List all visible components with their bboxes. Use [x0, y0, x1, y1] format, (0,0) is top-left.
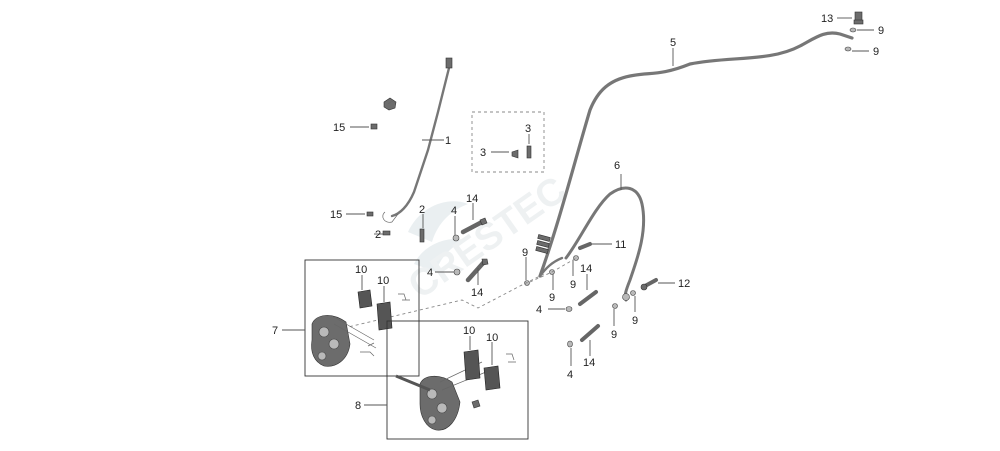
bolt-14a [460, 217, 488, 235]
callout-10c: 10 [463, 325, 475, 337]
washer-4d [567, 340, 573, 348]
caliper-group-7 [304, 259, 420, 377]
callout-9g: 9 [873, 46, 879, 58]
leader-lines [282, 17, 874, 406]
callout-2a: 2 [375, 229, 381, 241]
washer-4c [565, 306, 573, 312]
callout-9b: 9 [549, 292, 555, 304]
callout-2b: 2 [419, 204, 425, 216]
callout-9c: 9 [570, 279, 576, 291]
callout-12: 12 [678, 278, 690, 290]
clip-part [383, 97, 397, 111]
callout-10b: 10 [377, 275, 389, 287]
brake-pad-10c [463, 349, 481, 381]
washers-9 [524, 27, 857, 309]
bolt-2b [419, 228, 425, 243]
callout-15b: 15 [330, 209, 342, 221]
washer-4b [453, 268, 461, 276]
callout-9f: 9 [878, 25, 884, 37]
callout-9d: 9 [611, 329, 617, 341]
bolt-14d [580, 324, 600, 342]
callout-3a: 3 [480, 147, 486, 159]
caliper-group-8 [386, 320, 529, 440]
bolt-12 [640, 278, 658, 291]
callout-11: 11 [615, 239, 626, 251]
bolt-2a [382, 230, 391, 236]
hose-sleeve [535, 234, 551, 254]
callout-14b: 14 [471, 287, 483, 299]
callout-14a: 14 [466, 193, 478, 205]
callout-8: 8 [355, 400, 361, 412]
screw-15b [366, 211, 374, 217]
callout-4d: 4 [567, 369, 573, 381]
brake-line-1 [382, 57, 453, 223]
callout-14c: 14 [580, 263, 592, 275]
callout-10d: 10 [486, 332, 498, 344]
brake-hose-5 [535, 31, 854, 278]
callout-10a: 10 [355, 264, 367, 276]
brake-pad-10d [483, 365, 501, 391]
callout-5: 5 [670, 37, 676, 49]
bolt-14c [578, 290, 598, 306]
callout-6: 6 [614, 160, 620, 172]
brake-pad-10a [357, 289, 373, 309]
callout-14d: 14 [583, 357, 595, 369]
callout-1: 1 [445, 135, 451, 147]
caliper-body-7 [311, 315, 377, 367]
callout-15a: 15 [333, 122, 345, 134]
callout-4a: 4 [451, 205, 457, 217]
washer-4a [452, 234, 460, 242]
callout-7: 7 [272, 325, 278, 337]
bolt-14b [465, 258, 489, 283]
bleeder-13 [853, 11, 864, 25]
caliper-body-8 [395, 361, 487, 431]
callout-4b: 4 [427, 267, 433, 279]
brake-pad-10b [376, 301, 393, 331]
callout-4c: 4 [536, 304, 542, 316]
callouts: 1 15 15 2 2 4 14 4 14 9 9 9 14 4 9 9 4 1… [272, 13, 884, 412]
callout-13: 13 [821, 13, 833, 25]
callout-9e: 9 [632, 315, 638, 327]
bolt-11 [578, 242, 592, 250]
callout-3b: 3 [525, 123, 531, 135]
brake-hose-6 [564, 186, 646, 302]
screw-15a [370, 123, 378, 130]
callout-9a: 9 [522, 247, 528, 259]
inset-box-3 [471, 111, 545, 173]
